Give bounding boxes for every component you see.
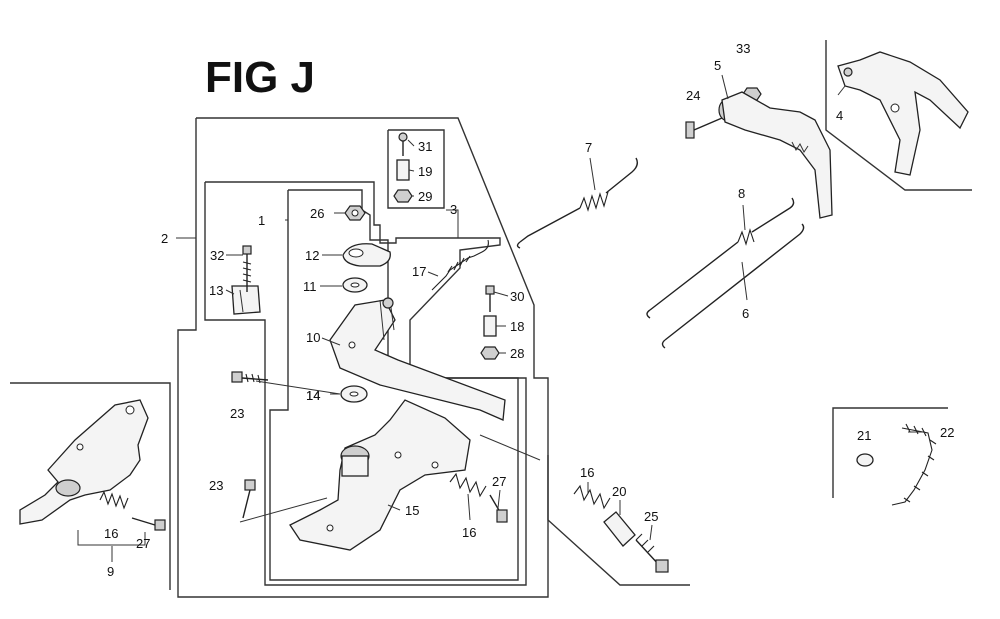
spacer-part-19 — [396, 159, 410, 181]
callout-4: 4 — [836, 108, 843, 123]
figure-title: FIG J — [205, 53, 315, 102]
callout-5: 5 — [714, 58, 721, 73]
nut-part-28 — [480, 346, 500, 360]
washer-part-14 — [340, 385, 368, 403]
callout-1: 1 — [258, 213, 265, 228]
bolt-part-23-lower — [242, 479, 256, 519]
callout-14-b: 14 — [306, 388, 320, 403]
callout-6: 6 — [742, 306, 749, 321]
callout-29: 29 — [418, 189, 432, 204]
spacer-part-18 — [483, 315, 497, 337]
callout-16-left: 16 — [104, 526, 118, 541]
callout-20: 20 — [612, 484, 626, 499]
frame-assembly-inner — [204, 181, 527, 586]
callout-25: 25 — [644, 509, 658, 524]
frame-left-bottom — [10, 382, 171, 590]
bracket-part-4 — [837, 51, 969, 176]
callout-28: 28 — [510, 346, 524, 361]
callout-17: 17 — [412, 264, 426, 279]
bolt-part-24 — [685, 117, 723, 139]
rod-part-6 — [661, 223, 805, 349]
spring-part-16-left — [99, 490, 129, 510]
nut-part-29 — [393, 189, 413, 203]
callout-12: 12 — [305, 248, 319, 263]
callout-14-a: 14 — [306, 388, 320, 403]
bracket-assembly-part-9 — [19, 399, 149, 525]
washer-part-11 — [342, 277, 368, 293]
bolt-part-23-upper — [231, 371, 269, 384]
callout-30: 30 — [510, 289, 524, 304]
callout-18: 18 — [510, 319, 524, 334]
callout-7: 7 — [585, 140, 592, 155]
callout-19: 19 — [418, 164, 432, 179]
callout-15: 15 — [405, 503, 419, 518]
callout-27-center: 27 — [492, 474, 506, 489]
spring-part-16-right — [573, 484, 611, 510]
bolt-part-25 — [635, 533, 669, 573]
leader-lines — [77, 74, 925, 562]
bolt-part-27-left — [131, 517, 166, 531]
callout-26: 26 — [310, 206, 324, 221]
callout-24: 24 — [686, 88, 700, 103]
callout-2: 2 — [161, 231, 168, 246]
clip-part-13 — [231, 285, 261, 315]
callout-16-center: 16 — [462, 525, 476, 540]
throttle-lever-arm — [721, 91, 833, 219]
frame-part-4 — [825, 40, 972, 191]
callout-16-right: 16 — [580, 465, 594, 480]
callout-8: 8 — [738, 186, 745, 201]
callout-23-lower: 23 — [209, 478, 223, 493]
bolt-part-30 — [485, 285, 495, 312]
ring-part-21 — [856, 453, 874, 467]
callout-27-left: 27 — [136, 536, 150, 551]
callout-13: 13 — [209, 283, 223, 298]
bracket-part-15 — [289, 399, 471, 551]
spring-part-16-center — [449, 472, 487, 498]
callout-22: 22 — [940, 425, 954, 440]
lever-part-10 — [329, 297, 506, 421]
frame-bottom-right — [547, 455, 690, 586]
callout-10: 10 — [306, 330, 320, 345]
spring-rod-part-8 — [646, 197, 795, 319]
callout-23-upper: 23 — [230, 406, 244, 421]
sleeve-part-20 — [603, 511, 636, 547]
callout-11: 11 — [303, 279, 317, 294]
frame-parts-21-22 — [832, 407, 948, 498]
callout-9: 9 — [107, 564, 114, 579]
plate-part-12 — [342, 243, 391, 267]
spring-part-17 — [431, 239, 489, 291]
nut-part-26 — [344, 205, 366, 221]
chain-part-22 — [891, 423, 937, 506]
frame-parts-31-19-29 — [387, 129, 445, 209]
callout-33: 33 — [736, 41, 750, 56]
callout-32: 32 — [210, 248, 224, 263]
callout-labels: 1 2 3 4 5 6 7 8 9 10 11 12 13 14 14 15 1… — [104, 41, 954, 579]
spring-rod-part-7 — [516, 157, 639, 249]
callout-21: 21 — [857, 428, 871, 443]
bolt-part-27-center — [489, 494, 508, 523]
bolt-part-32 — [242, 245, 252, 292]
callout-3: 3 — [450, 202, 457, 217]
callout-31: 31 — [418, 139, 432, 154]
bolt-part-31 — [398, 132, 408, 156]
